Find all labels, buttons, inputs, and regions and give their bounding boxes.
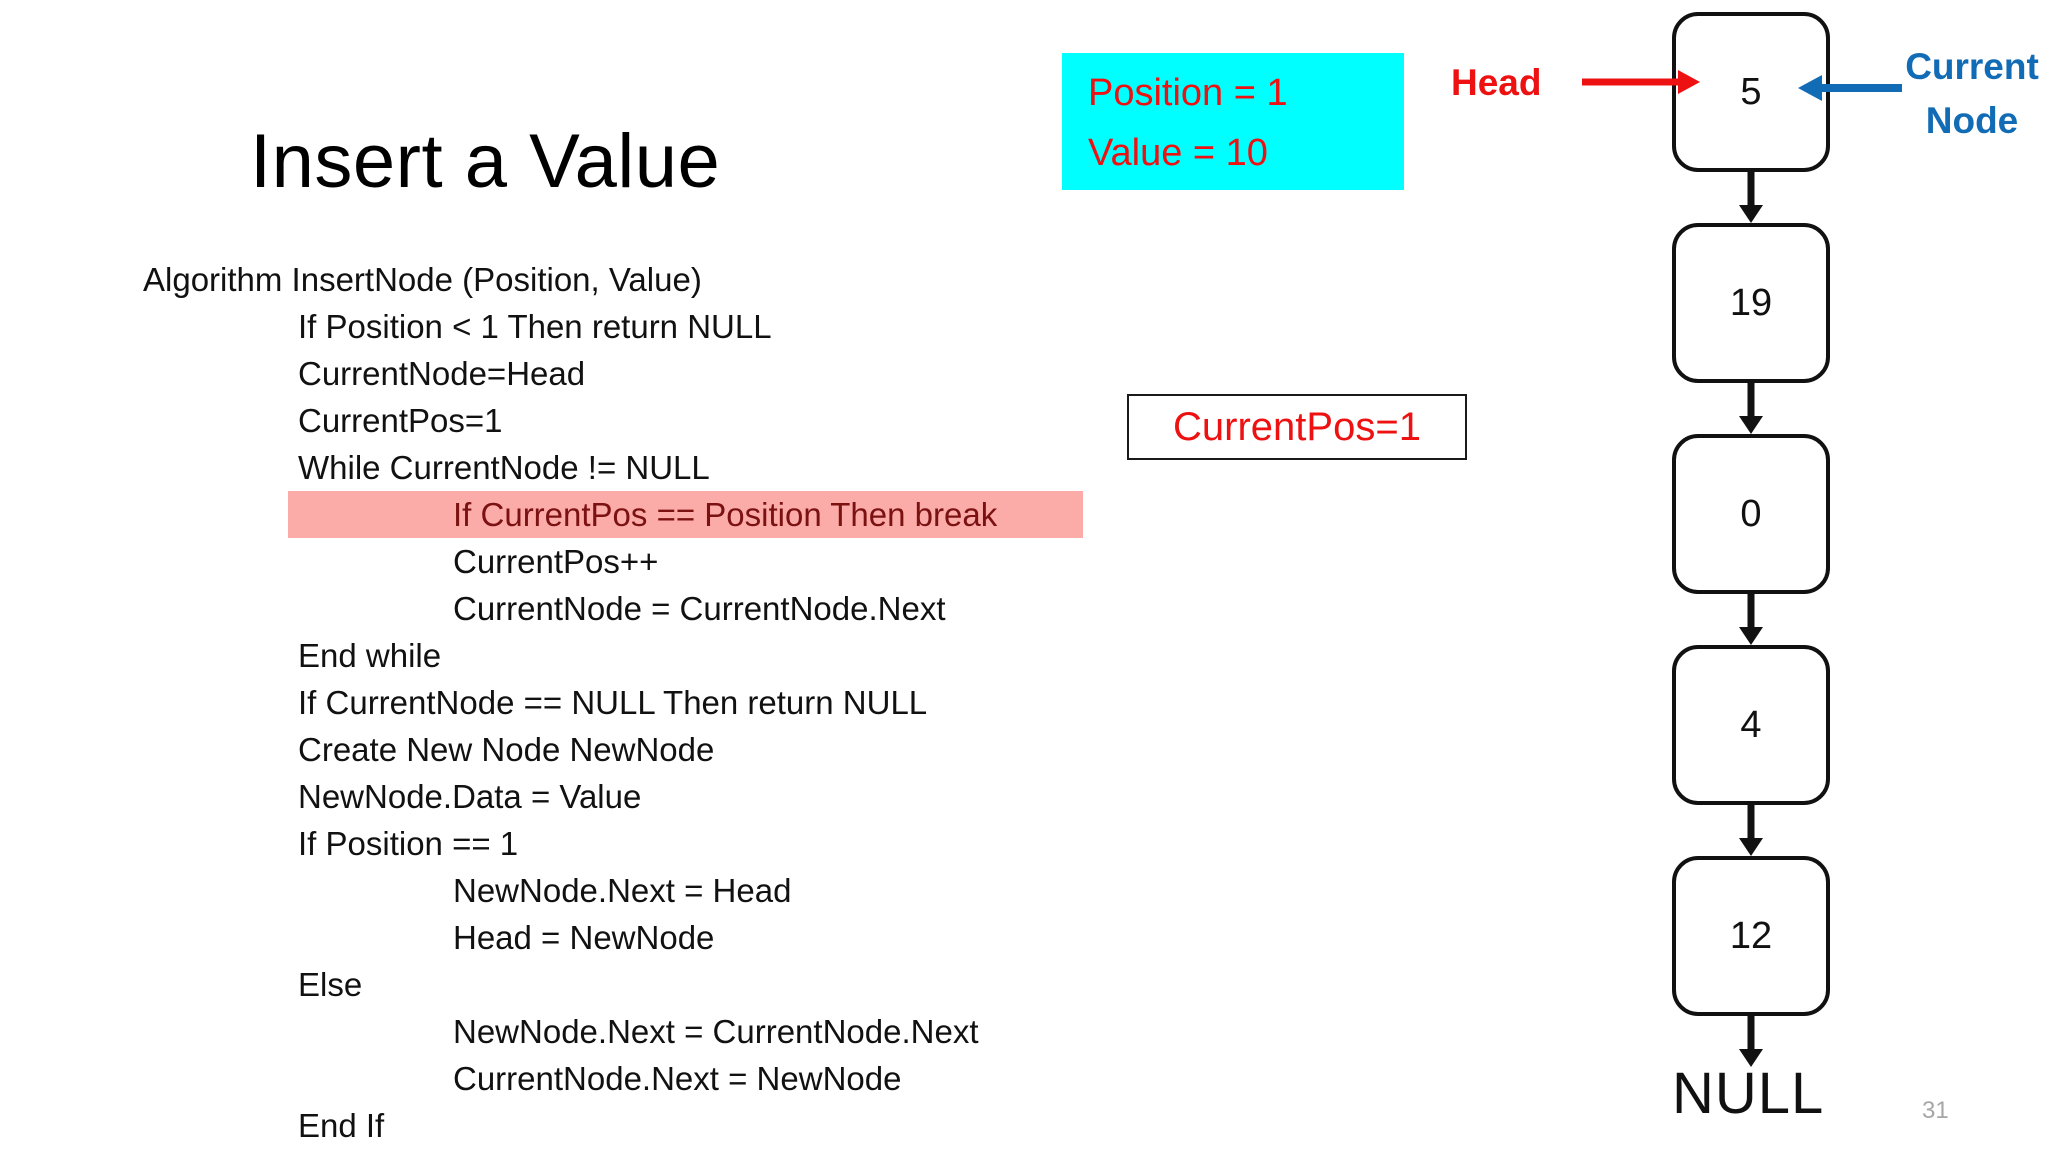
pseudocode-line: If Position < 1 Then return NULL — [298, 308, 772, 345]
parameters-box: Position = 1 Value = 10 — [1062, 53, 1404, 190]
pseudocode-line-highlighted: If CurrentPos == Position Then break — [288, 491, 1083, 538]
list-node: 0 — [1672, 434, 1830, 594]
pseudocode-line: CurrentNode = CurrentNode.Next — [453, 590, 946, 627]
current-node-label: Current Node — [1897, 40, 2047, 148]
pseudocode-line: Else — [298, 966, 363, 1003]
current-node-arrow-icon — [1798, 75, 1902, 101]
pseudocode-line: End If — [298, 1107, 385, 1144]
pseudocode-line: Head = NewNode — [453, 919, 715, 956]
pseudocode-line: CurrentPos++ — [453, 543, 659, 580]
pseudocode-line: CurrentPos=1 — [298, 402, 503, 439]
list-node-value: 0 — [1740, 493, 1762, 535]
list-node: 19 — [1672, 223, 1830, 383]
current-pos-box: CurrentPos=1 — [1127, 394, 1467, 460]
head-arrow-icon — [1582, 70, 1700, 94]
pseudocode-line: While CurrentNode != NULL — [298, 449, 710, 486]
null-terminator-label: NULL — [1672, 1061, 1825, 1126]
list-next-arrow-icon — [1739, 805, 1763, 856]
parameter-position: Position = 1 — [1088, 72, 1288, 114]
pseudocode-line: End while — [298, 637, 442, 674]
pseudocode-line: NewNode.Next = Head — [453, 872, 792, 909]
list-node-value: 12 — [1729, 915, 1773, 957]
page-title: Insert a Value — [250, 119, 721, 204]
list-node-value: 4 — [1740, 704, 1762, 746]
pseudocode-block: Algorithm InsertNode (Position, Value) If… — [143, 256, 1143, 1149]
pseudocode-line: If Position == 1 — [298, 825, 519, 862]
head-label: Head — [1451, 62, 1542, 103]
list-node-value: 5 — [1740, 71, 1762, 113]
slide-number: 31 — [1922, 1097, 1949, 1124]
pseudocode-line: Create New Node NewNode — [298, 731, 715, 768]
pseudocode-line: CurrentNode=Head — [298, 355, 586, 392]
list-node: 12 — [1672, 856, 1830, 1016]
list-node: 4 — [1672, 645, 1830, 805]
list-next-arrow-icon — [1739, 1016, 1763, 1067]
parameter-value: Value = 10 — [1088, 132, 1268, 174]
current-pos-value: CurrentPos=1 — [1173, 404, 1421, 449]
list-node: 5 — [1672, 12, 1830, 172]
current-node-label-line2: Node — [1925, 100, 2019, 141]
pseudocode-line: Algorithm InsertNode (Position, Value) — [143, 261, 702, 298]
pseudocode-line: NewNode.Data = Value — [298, 778, 642, 815]
current-node-label-line1: Current — [1905, 46, 2039, 87]
list-next-arrow-icon — [1739, 172, 1763, 223]
pseudocode-line: NewNode.Next = CurrentNode.Next — [453, 1013, 979, 1050]
list-next-arrow-icon — [1739, 383, 1763, 434]
pseudocode-line: If CurrentNode == NULL Then return NULL — [298, 684, 928, 721]
list-node-value: 19 — [1729, 282, 1773, 324]
pseudocode-line: CurrentNode.Next = NewNode — [453, 1060, 902, 1097]
list-next-arrow-icon — [1739, 594, 1763, 645]
